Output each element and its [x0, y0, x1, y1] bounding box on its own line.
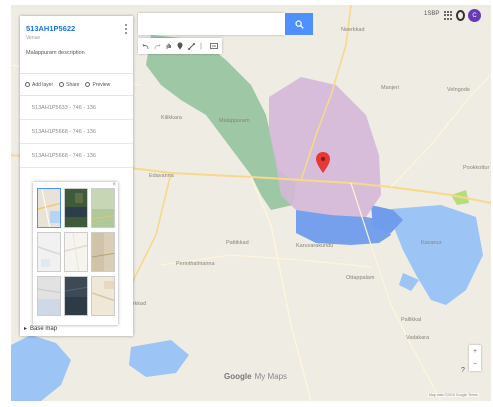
- road-middle: [160, 254, 372, 268]
- share-icon: [59, 82, 65, 87]
- directions-icon[interactable]: [210, 41, 219, 51]
- layer-item[interactable]: 513AH1P5668 - 746 - 136: [20, 144, 133, 168]
- panel-actions: Add layer Share Preview: [20, 74, 133, 96]
- google-logo-text: Google: [224, 372, 252, 381]
- search-input[interactable]: [138, 13, 285, 35]
- chevron-right-icon: ▸: [24, 326, 28, 332]
- place-lower-b: Ottappalam: [346, 275, 375, 281]
- add-layer-label: Add layer: [32, 81, 54, 88]
- base-map-thumb-light-political[interactable]: [37, 232, 61, 272]
- panel-header: 513AH1P5622 Venue Malappuram description: [20, 16, 133, 74]
- road-south: [250, 176, 312, 401]
- base-map-thumb-mono-city[interactable]: [64, 232, 88, 272]
- hand-icon[interactable]: [165, 41, 173, 51]
- place-north-b: Neerkkad: [341, 27, 365, 33]
- layer-item[interactable]: 513AH1P5668 - 746 - 136: [20, 120, 133, 144]
- avatar[interactable]: C: [468, 9, 481, 22]
- add-layer-button[interactable]: Add layer: [25, 81, 54, 88]
- redo-icon[interactable]: [153, 41, 161, 51]
- map-description[interactable]: Malappuram description: [26, 50, 85, 56]
- place-right-b: Velngode: [447, 87, 470, 93]
- lake-south: [129, 340, 189, 377]
- lake-southwest: [11, 335, 71, 401]
- place-far-east: Pookkottur: [463, 165, 490, 171]
- preview-button[interactable]: Preview: [85, 81, 111, 88]
- search-icon: [294, 19, 304, 29]
- map-attribution[interactable]: Map data ©2019 Google Terms: [428, 393, 479, 397]
- road-southeast: [350, 182, 442, 401]
- zoom-in-button[interactable]: +: [472, 348, 478, 355]
- place-lower: Perinthalmanna: [176, 261, 215, 267]
- undo-icon[interactable]: [142, 41, 150, 51]
- place-mid: Karuvarakundu: [296, 243, 334, 249]
- place-center-b: Pattikkad: [226, 240, 249, 246]
- base-map-picker: ×: [33, 182, 118, 325]
- zoom-control: + −: [469, 345, 481, 371]
- place-center: Edavanna: [149, 173, 174, 179]
- base-map-toggle[interactable]: ▸ Base map: [24, 325, 58, 333]
- base-map-label: Base map: [30, 325, 58, 332]
- notifications-icon[interactable]: [456, 10, 465, 21]
- share-button[interactable]: Share: [59, 81, 80, 88]
- marker-icon[interactable]: [176, 41, 184, 51]
- preview-icon: [85, 82, 91, 87]
- place-south-c: Vadakara: [406, 335, 430, 341]
- search-box: [138, 13, 285, 35]
- lake-east-b: [399, 273, 419, 291]
- help-icon[interactable]: ?: [461, 367, 465, 374]
- base-map-thumb-whitewater[interactable]: [37, 276, 61, 316]
- region-purple: [269, 77, 381, 217]
- share-label: Share: [66, 81, 80, 88]
- lake-east: [391, 205, 483, 305]
- base-map-thumb-vintage[interactable]: [91, 276, 115, 316]
- place-north-a: Malappuram: [219, 118, 250, 124]
- line-icon[interactable]: [187, 41, 195, 51]
- more-options-icon[interactable]: [125, 24, 128, 34]
- preview-label: Preview: [92, 81, 111, 88]
- layer-item[interactable]: 513AH1P5633 - 746 - 136: [20, 96, 133, 120]
- region-green: [146, 35, 296, 210]
- map-subtitle: Venue: [26, 35, 41, 41]
- map-title[interactable]: 513AH1P5622: [26, 24, 76, 33]
- base-map-grid: [37, 188, 115, 316]
- base-map-thumb-simple-atlas[interactable]: [91, 232, 115, 272]
- road-north: [300, 5, 352, 181]
- base-map-thumb-terrain[interactable]: [91, 188, 115, 228]
- apps-grid-icon[interactable]: [444, 11, 453, 20]
- place-kilikkara: Kilikkara: [161, 115, 182, 121]
- base-map-thumb-map[interactable]: [37, 188, 61, 228]
- search-button[interactable]: [285, 13, 313, 35]
- my-maps-logo-text: My Maps: [254, 372, 288, 381]
- account-label: 1SBP: [424, 11, 440, 17]
- zoom-out-button[interactable]: −: [472, 361, 478, 368]
- google-my-maps-logo: Google My Maps: [224, 372, 287, 381]
- place-right-a: Manjeri: [381, 85, 400, 91]
- place-south-b: Pallikkal: [401, 317, 422, 323]
- base-map-thumb-satellite[interactable]: [64, 188, 88, 228]
- base-map-thumb-dark-landmass[interactable]: [64, 276, 88, 316]
- map-toolbar: [138, 38, 222, 54]
- location-marker-icon: [316, 152, 330, 173]
- add-layer-icon: [25, 82, 30, 87]
- road-northeast: [390, 74, 491, 188]
- place-east: Kavanur: [421, 240, 442, 246]
- region-blue: [296, 210, 391, 245]
- ruler-icon[interactable]: [199, 41, 207, 51]
- close-icon[interactable]: ×: [112, 182, 116, 188]
